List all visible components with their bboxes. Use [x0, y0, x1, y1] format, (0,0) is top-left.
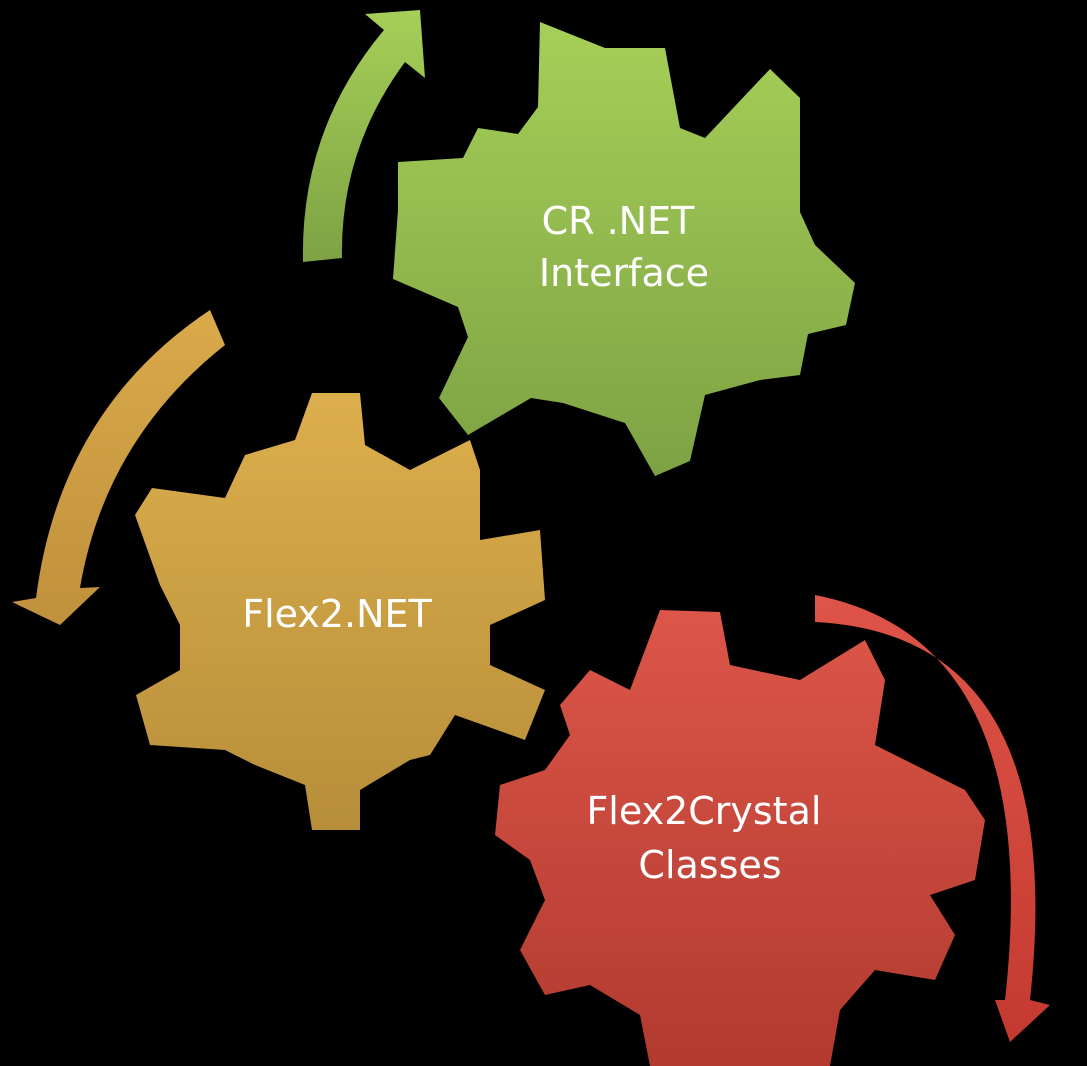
gear-cr-net	[393, 22, 855, 476]
gear-flex2net-label: Flex2.NET	[242, 592, 432, 636]
gear-flex2crystal-label-line-1: Flex2Crystal	[586, 789, 821, 833]
gear-flex2net-label-line-1: Flex2.NET	[242, 592, 432, 636]
gear-cr-net-label-line-1: CR .NET	[542, 199, 696, 243]
gear-flex2crystal-label-line-2: Classes	[638, 843, 781, 887]
red-cycle-arrow	[815, 595, 1050, 1042]
gear-cr-net-label: CR .NET Interface	[539, 199, 709, 295]
green-cycle-arrow	[302, 10, 425, 262]
gear-flex2crystal-label: Flex2Crystal Classes	[586, 789, 833, 887]
gear-flex2crystal	[495, 610, 985, 1066]
gear-flex2net	[135, 393, 545, 830]
gold-cycle-arrow	[12, 310, 225, 625]
gear-cr-net-label-line-2: Interface	[539, 251, 709, 295]
